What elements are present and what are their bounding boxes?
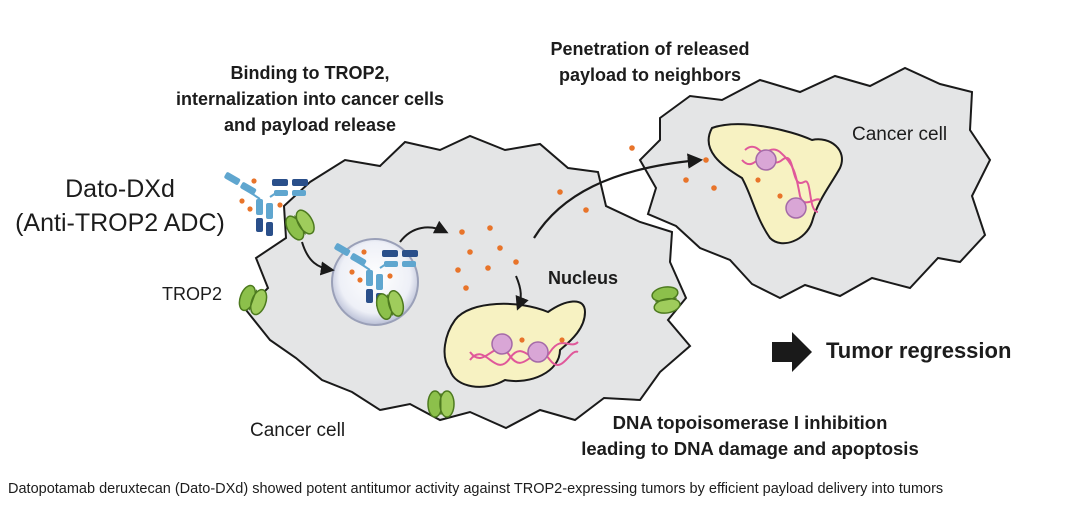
penetration-arrow: [533, 153, 704, 239]
figure-caption: Datopotamab deruxtecan (Dato-DXd) showed…: [8, 481, 944, 497]
drug-label: Dato-DXd (Anti-TROP2 ADC): [15, 175, 225, 237]
topoisomerase-icon: [527, 341, 549, 363]
dna-damage-label: DNA topoisomerase I inhibition leading t…: [581, 412, 919, 459]
release-arrow: [399, 220, 449, 243]
trop2-label: TROP2: [162, 284, 223, 304]
cancer-cell-right-label: Cancer cell: [852, 124, 948, 145]
nucleus-main: [443, 300, 587, 388]
trop2-receptor-icon: [427, 390, 455, 418]
topoisomerase-icon: [491, 333, 513, 355]
cancer-cell-bottom-label: Cancer cell: [250, 420, 346, 441]
topoisomerase-icon: [785, 197, 807, 219]
nucleus-arrow: [515, 275, 529, 311]
tumor-regression-label: Tumor regression: [826, 338, 1012, 363]
nucleus-label: Nucleus: [548, 268, 619, 288]
topoisomerase-icon: [755, 149, 777, 171]
binding-label: Binding to TROP2, internalization into c…: [175, 63, 445, 135]
cancer-cell-main-membrane: [244, 134, 692, 430]
penetration-label: Penetration of released payload to neigh…: [550, 39, 750, 85]
nucleus-right: [707, 123, 843, 245]
internalization-arrow: [301, 241, 335, 276]
payload-dots: [455, 145, 717, 291]
dna-helix-icon: [469, 341, 579, 366]
right-arrow-icon: [772, 332, 812, 372]
